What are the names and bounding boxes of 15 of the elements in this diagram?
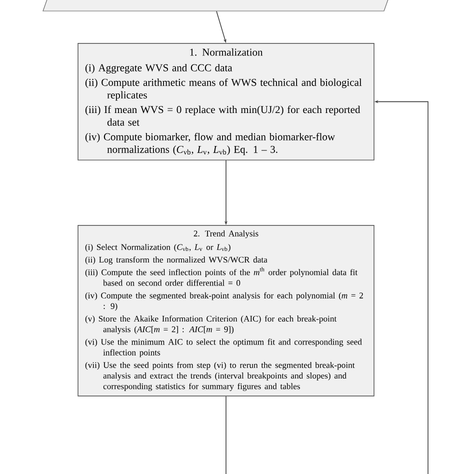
list-item: (v) Store the Akaike Information Criterion (AIC) for each break-point analysis (AIC[m = 2] : AIC[m = 9]) [85,315,337,334]
list-item: (iv) Compute the segmented break-point analysis for each polynomial (m = 2 : 9) [85,292,363,311]
list-item: (iii) If mean WVS = 0 replace with min(UJ/2) for each reported data set [85,106,360,126]
process-box [78,225,374,396]
box-heading: 1. Normalization [190,48,263,56]
list-item: (ii) Compute arithmetic means of WWS technical and biological replicates [85,78,362,101]
list-item: (ii) Log transform the normalized WVS/WCR data [85,256,268,264]
list-item: (i) Aggregate WVS and CCC data [85,64,232,74]
list-item: (vii) Use the seed points from step (vi) to rerun the segmented break-point analysis and extract the trends (interval breakpoints and slopes) and corresponding statistics for summary figures and tables [85,362,355,391]
list-item: (iv) Compute biomarker, flow and median biomarker-flow normalizations (C$_{vb}$, L$_{v}$, L$_{vb}$) Eq. 1 – 3. [85,132,335,156]
list-item: (vi) Use the minimum AIC to select the optimum fit and corresponding seed inflection points [85,338,362,358]
list-item: (i) Select Normalization (C$_{vb}$, L$_{v}$ or L$_{vb}$) [85,244,230,252]
parallelogram-box [42,0,390,12]
process-box [78,43,374,160]
box-heading: 2. Trend Analysis [194,230,258,238]
